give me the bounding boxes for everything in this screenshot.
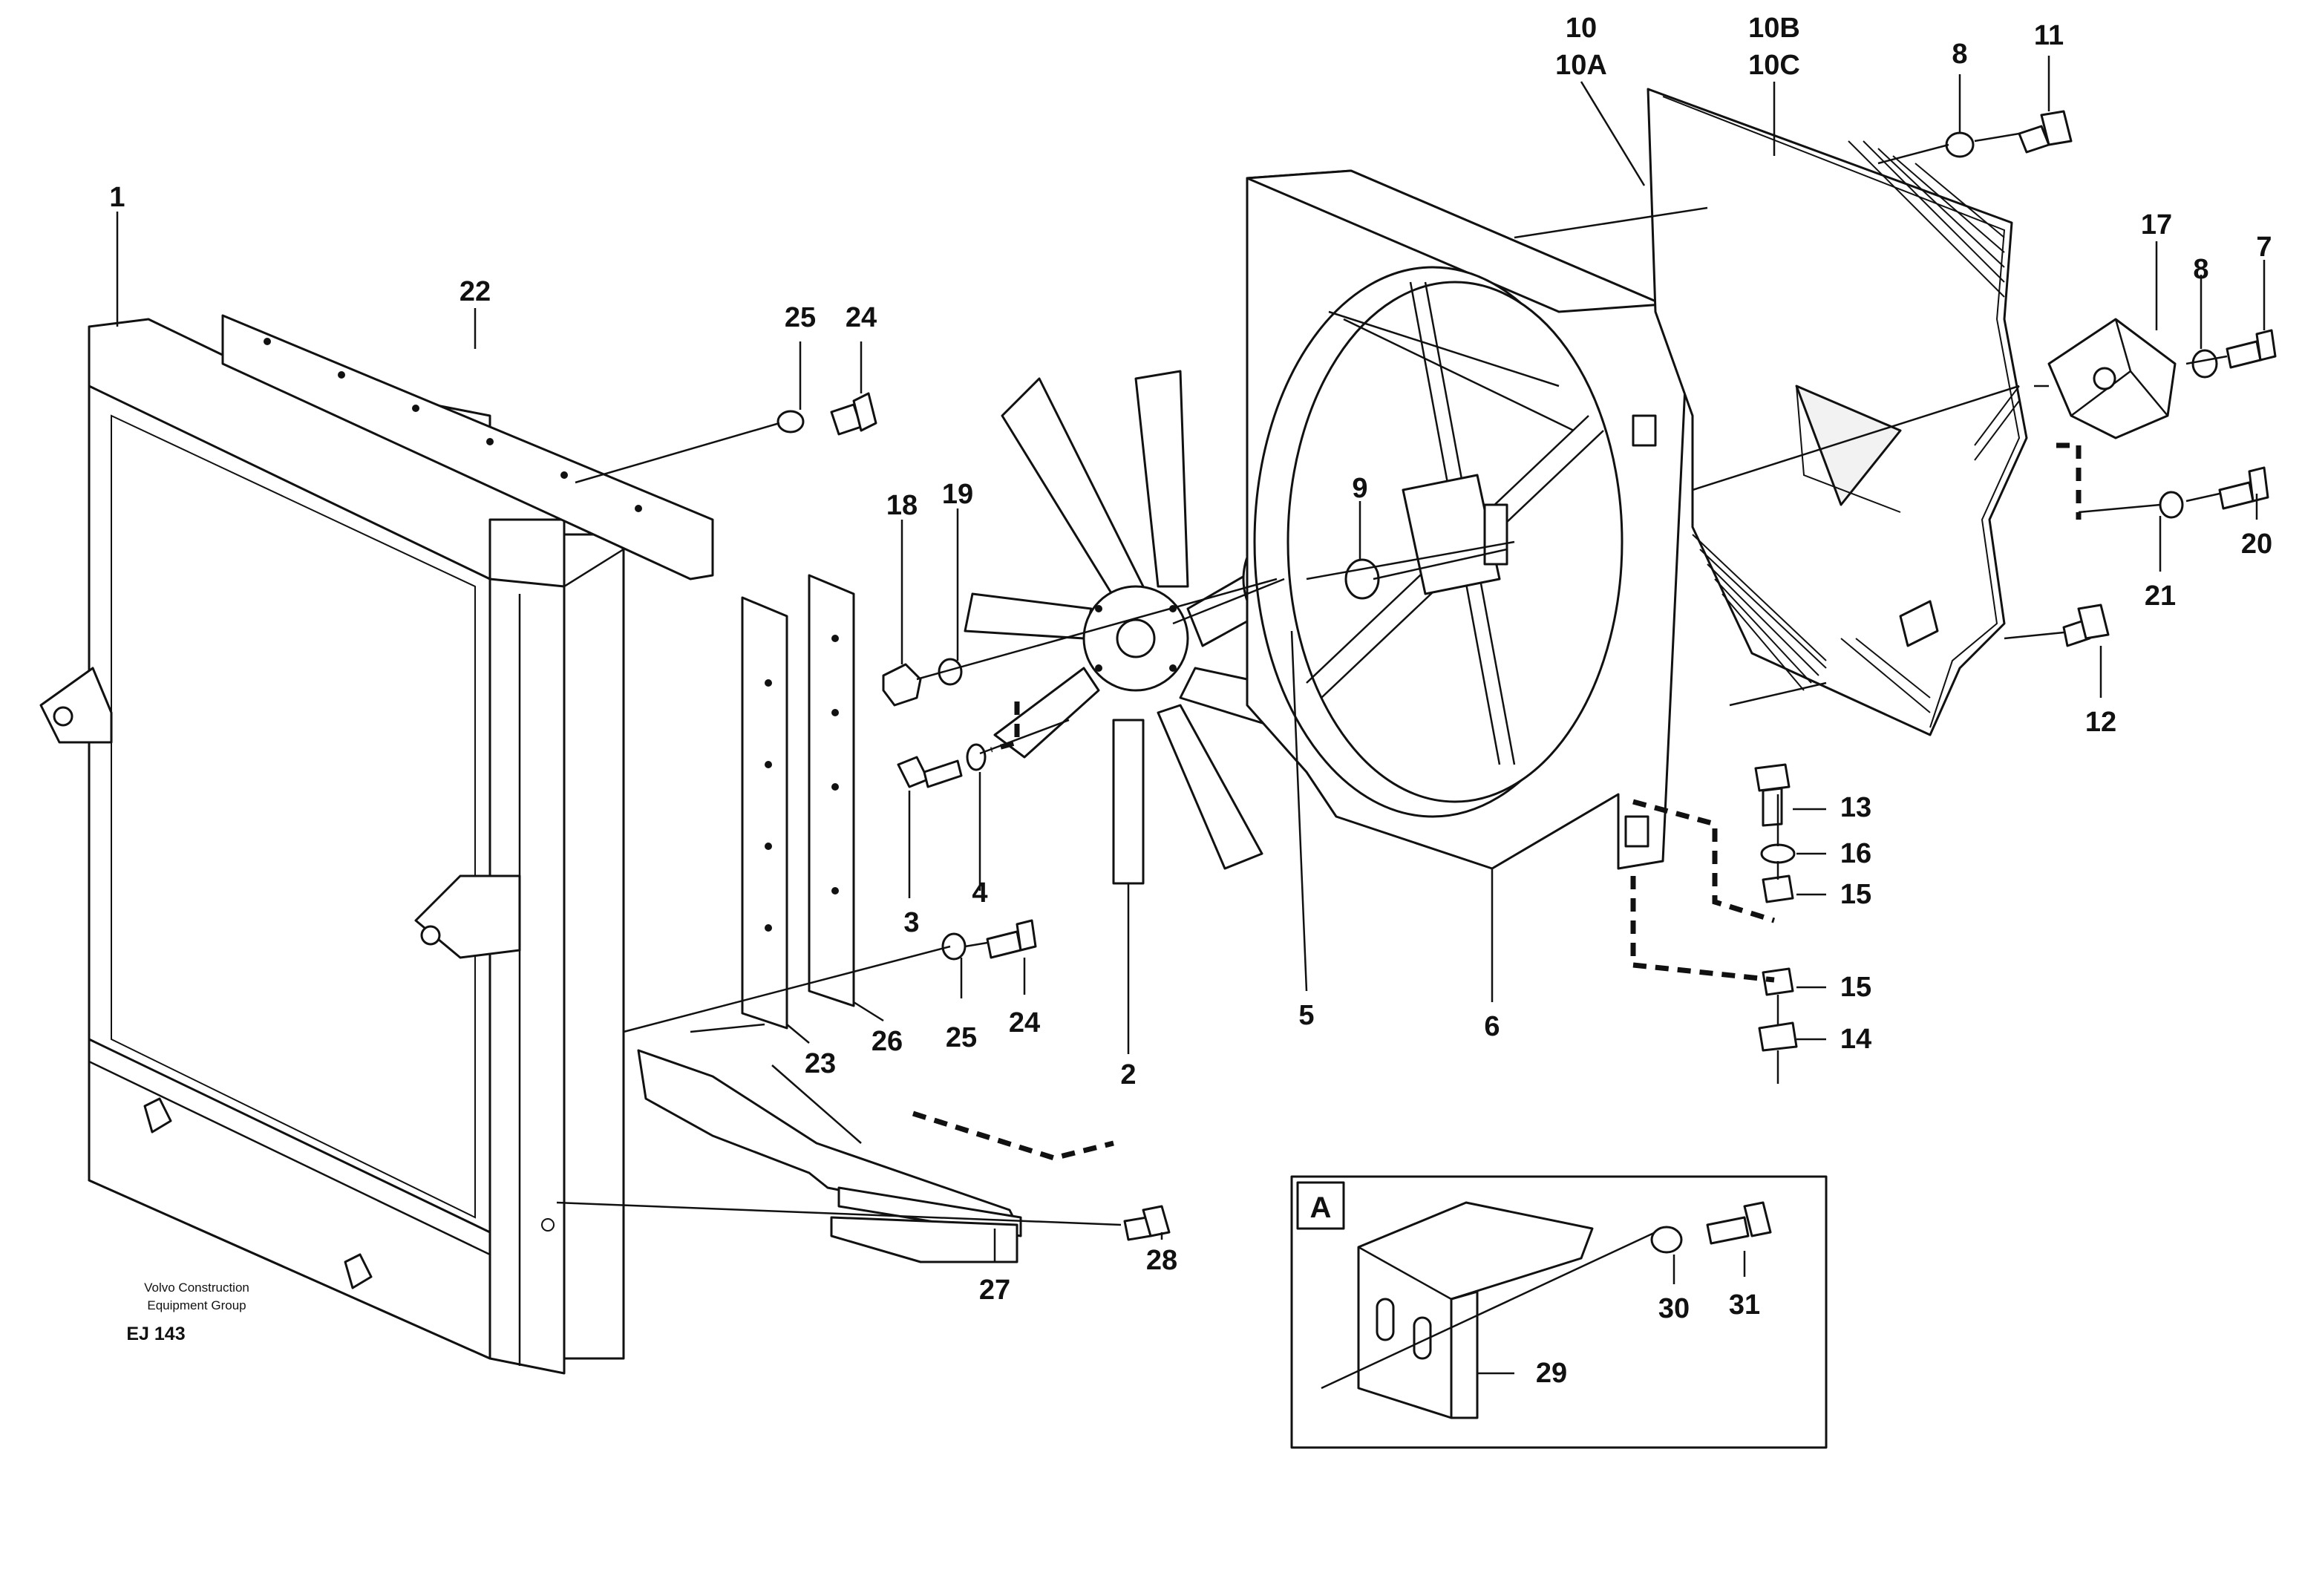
assembly-lines [556, 132, 2228, 1226]
callout-15-upper: 15 [1840, 879, 1871, 910]
drawing-number: EJ 143 [126, 1324, 185, 1344]
callout-17: 17 [2141, 209, 2172, 241]
callout-28: 28 [1146, 1245, 1177, 1276]
callout-31: 31 [1729, 1289, 1760, 1321]
fan-guard [1647, 88, 2028, 736]
callout-24-bottom: 24 [1009, 1007, 1040, 1039]
callout-25-top: 25 [785, 302, 816, 333]
callout-10a: 10A [1555, 50, 1607, 81]
callout-27: 27 [979, 1275, 1010, 1306]
radiator [39, 318, 625, 1375]
callout-23: 23 [805, 1048, 836, 1079]
callout-14: 14 [1840, 1024, 1871, 1055]
credit-line-1: Volvo Construction [144, 1281, 249, 1295]
callout-labels: 1 2 3 4 5 6 7 8 8 9 10 10A 10B 10C 11 12… [109, 13, 2272, 1389]
fan-shroud [1246, 169, 1687, 870]
callout-26: 26 [872, 1026, 903, 1057]
callout-10c: 10C [1748, 50, 1800, 81]
bottom-plate [637, 1049, 1022, 1263]
callout-7: 7 [2256, 232, 2272, 263]
inset-tag: A [1310, 1191, 1332, 1224]
callout-15-lower: 15 [1840, 972, 1871, 1003]
callout-12: 12 [2085, 707, 2116, 738]
callout-24-top: 24 [846, 302, 877, 333]
bracket-17 [2047, 318, 2177, 439]
callout-9: 9 [1352, 473, 1367, 504]
callout-18: 18 [886, 490, 918, 521]
callout-10b: 10B [1748, 13, 1800, 44]
callout-20: 20 [2241, 529, 2272, 560]
callout-8-right: 8 [2193, 254, 2208, 285]
callout-3: 3 [903, 907, 919, 938]
fasteners [776, 110, 2277, 1241]
callout-13: 13 [1840, 792, 1871, 823]
mesh-hatching [1692, 140, 2020, 713]
callout-29: 29 [1536, 1358, 1567, 1389]
credit-line-2: Equipment Group [147, 1298, 246, 1312]
detail-inset-a: A [1290, 1175, 1828, 1449]
mounting-strips [741, 574, 855, 1030]
callout-6: 6 [1484, 1011, 1500, 1042]
callout-16: 16 [1840, 838, 1871, 869]
callout-5: 5 [1298, 1000, 1314, 1031]
callout-10: 10 [1566, 13, 1597, 44]
document-credit: Volvo Construction Equipment Group EJ 14… [126, 1281, 249, 1344]
seal-strip [221, 314, 714, 580]
callout-30: 30 [1658, 1293, 1690, 1324]
callout-leaders [116, 56, 2266, 1262]
callout-25-bottom: 25 [946, 1022, 977, 1053]
callout-1: 1 [109, 182, 125, 213]
callout-19: 19 [942, 479, 973, 510]
callout-21: 21 [2145, 580, 2176, 612]
callout-22: 22 [460, 276, 491, 307]
callout-4: 4 [972, 877, 987, 909]
callout-8-top: 8 [1952, 39, 1967, 70]
callout-2: 2 [1120, 1059, 1136, 1090]
callout-11: 11 [2034, 20, 2064, 51]
